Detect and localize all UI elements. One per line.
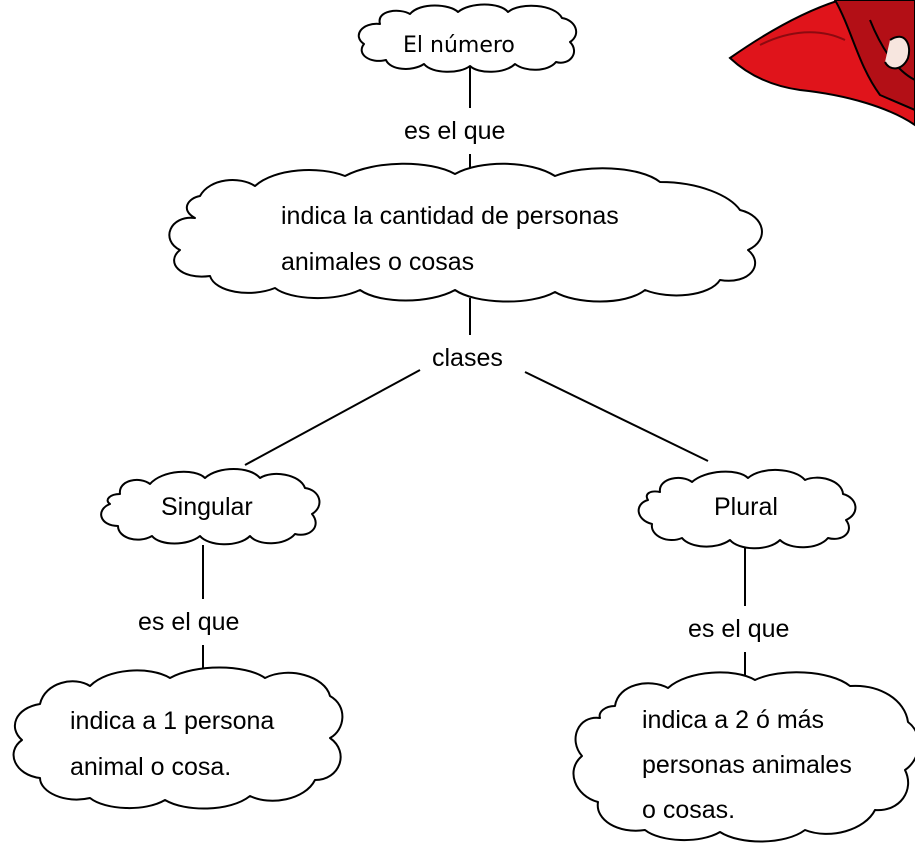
cloud-singular-definition — [12, 666, 344, 810]
definition-node-label: indica la cantidad de personas animales … — [281, 193, 619, 285]
singular-node-label: Singular — [161, 493, 253, 521]
link-label-singular-definition: es el que — [134, 599, 244, 645]
connector-classes-plural — [524, 371, 709, 462]
cloud-singular — [100, 468, 321, 546]
red-hat-icon — [728, 0, 915, 127]
plural-definition-label: indica a 2 ó más personas animales o cos… — [642, 698, 852, 833]
cloud-root — [357, 3, 578, 73]
link-label-plural-definition: es el que — [684, 606, 794, 652]
cloud-plural — [637, 468, 857, 550]
link-label-classes: clases — [428, 335, 507, 381]
plural-node-label: Plural — [714, 493, 778, 521]
root-node-label: El número — [403, 33, 515, 58]
singular-definition-line-1: indica a 1 persona — [70, 707, 275, 735]
definition-line-1: indica la cantidad de personas — [281, 202, 619, 230]
definition-line-2: animales o cosas — [281, 248, 475, 276]
singular-definition-line-2: animal o cosa. — [70, 753, 232, 781]
plural-definition-line-1: indica a 2 ó más — [642, 706, 825, 734]
cloud-definition — [168, 162, 763, 303]
link-label-root-definition: es el que — [400, 108, 510, 154]
connector-classes-singular — [244, 369, 421, 466]
singular-definition-label: indica a 1 persona animal o cosa. — [70, 698, 274, 790]
plural-definition-line-3: o cosas. — [642, 796, 736, 824]
plural-definition-line-2: personas animales — [642, 751, 852, 779]
cloud-plural-definition — [572, 671, 915, 843]
